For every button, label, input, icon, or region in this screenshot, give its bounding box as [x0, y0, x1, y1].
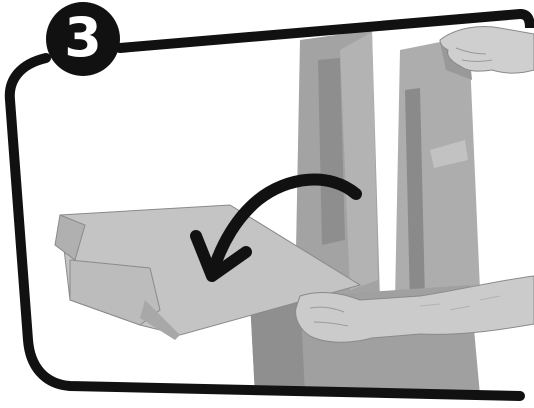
cardboard-tall-right: [395, 42, 480, 310]
step-number-badge: 3: [46, 2, 120, 76]
step-number: 3: [64, 11, 102, 65]
